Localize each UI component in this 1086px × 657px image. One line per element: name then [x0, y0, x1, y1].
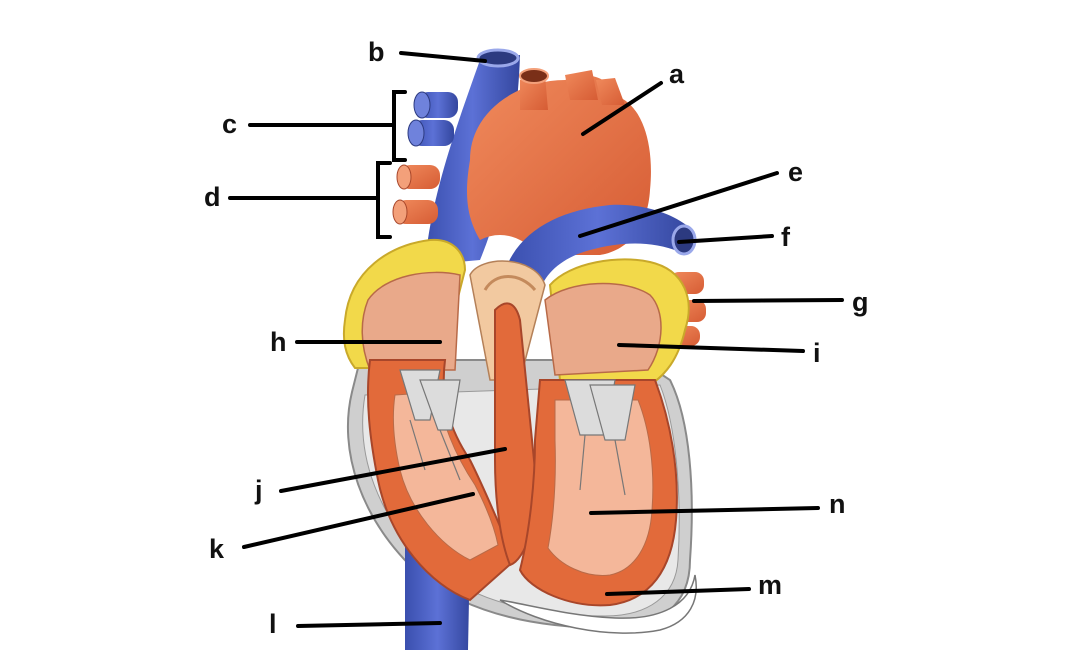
pulmonary-veins-upper — [408, 92, 458, 146]
label-d: d — [204, 182, 221, 212]
left-atrium — [545, 284, 661, 375]
label-h: h — [270, 327, 287, 357]
label-a: a — [669, 59, 685, 89]
label-b: b — [368, 37, 385, 67]
label-m: m — [758, 570, 782, 600]
label-j: j — [254, 475, 263, 505]
label-l: l — [269, 609, 277, 639]
label-i: i — [813, 338, 821, 368]
heart-illustration — [344, 50, 706, 650]
label-n: n — [829, 489, 846, 519]
label-f: f — [781, 222, 791, 252]
label-c: c — [222, 109, 237, 139]
label-k: k — [209, 534, 225, 564]
pulmonary-arteries-left — [393, 165, 440, 224]
label-e: e — [788, 157, 803, 187]
label-g: g — [852, 287, 869, 317]
